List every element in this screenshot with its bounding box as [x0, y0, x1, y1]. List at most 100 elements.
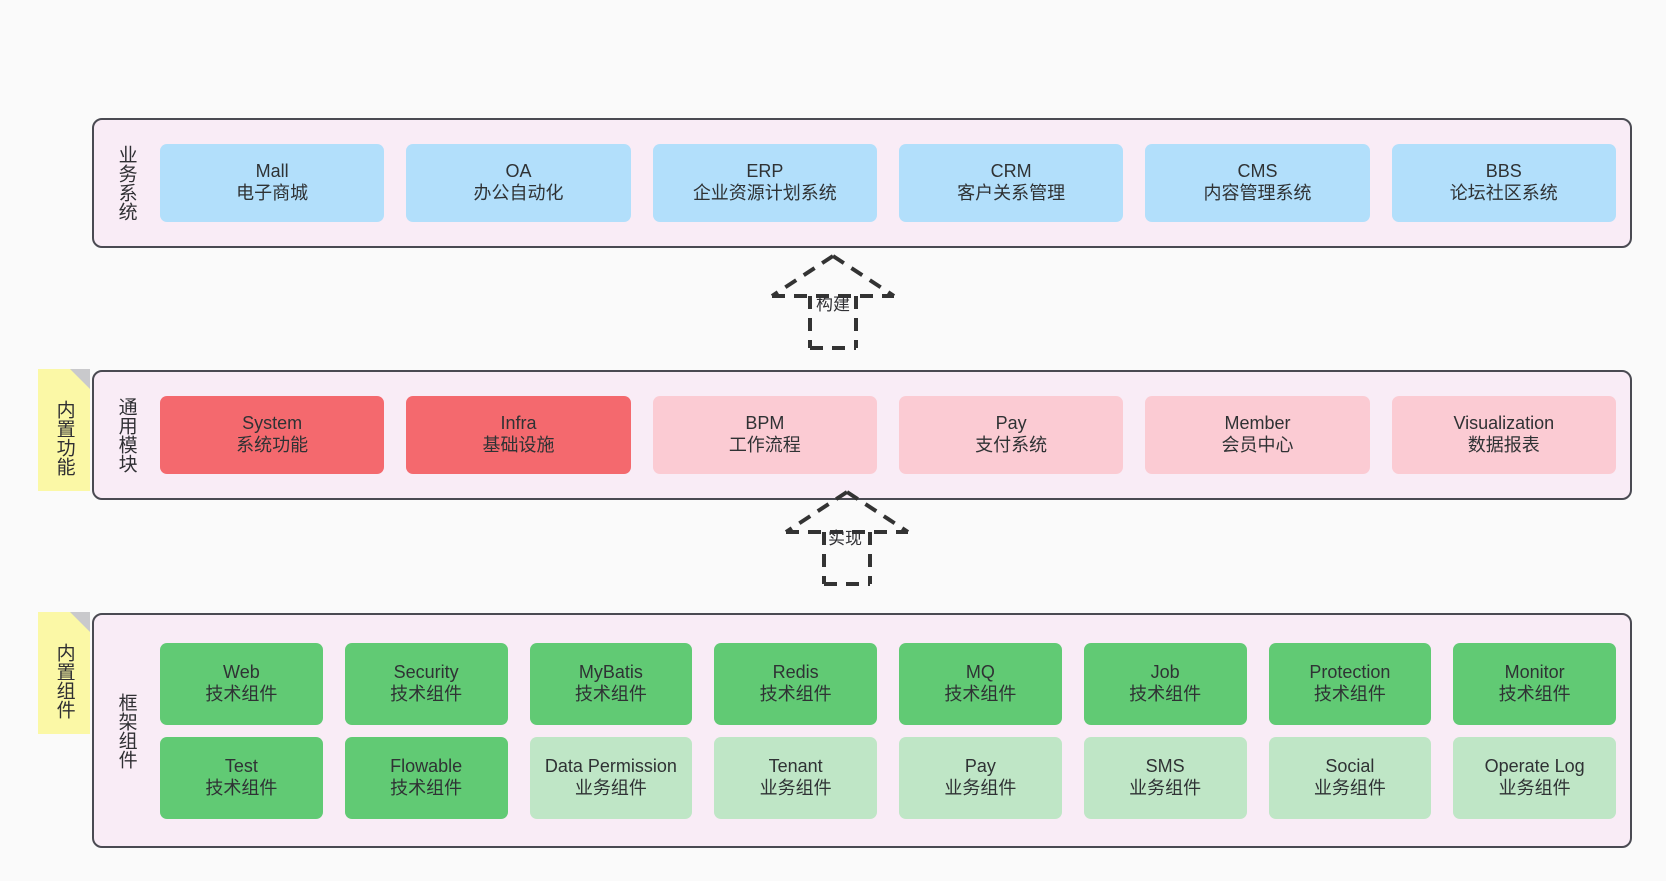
- layer-panel-business-system: 业务系统 Mall 电子商城 OA 办公自动化 ERP 企业资源计划系统 CRM…: [92, 118, 1632, 248]
- connector-implement-label: 实现: [828, 529, 862, 548]
- layer-title-common-module: 通用模块: [115, 397, 137, 473]
- card-subtitle: 业务组件: [759, 777, 832, 798]
- layer-body-business-system: Mall 电子商城 OA 办公自动化 ERP 企业资源计划系统 CRM 客户关系…: [154, 120, 1630, 246]
- card-security[interactable]: Security 技术组件: [344, 642, 508, 725]
- card-title: ERP: [746, 161, 784, 182]
- card-title: SMS: [1145, 755, 1185, 776]
- card-flowable[interactable]: Flowable 技术组件: [344, 736, 508, 819]
- card-title: Flowable: [390, 755, 463, 776]
- card-title: OA: [505, 161, 532, 182]
- card-title: BPM: [745, 413, 785, 434]
- card-sms[interactable]: SMS 业务组件: [1083, 736, 1247, 819]
- card-subtitle: 基础设施: [482, 435, 555, 455]
- card-bpm[interactable]: BPM 工作流程: [652, 396, 877, 474]
- card-title: Social: [1325, 755, 1375, 776]
- card-subtitle: 技术组件: [390, 683, 463, 704]
- card-system[interactable]: System 系统功能: [160, 396, 385, 474]
- card-subtitle: 办公自动化: [473, 183, 564, 203]
- card-protection[interactable]: Protection 技术组件: [1268, 642, 1432, 725]
- card-crm[interactable]: CRM 客户关系管理: [898, 144, 1124, 222]
- card-subtitle: 企业资源计划系统: [692, 183, 837, 203]
- card-subtitle: 技术组件: [1498, 683, 1571, 704]
- card-bbs[interactable]: BBS 论坛社区系统: [1391, 144, 1616, 222]
- card-redis[interactable]: Redis 技术组件: [714, 642, 877, 725]
- card-title: MQ: [965, 661, 995, 682]
- card-title: CRM: [990, 161, 1032, 182]
- card-social[interactable]: Social 业务组件: [1268, 736, 1432, 819]
- card-subtitle: 业务组件: [1313, 777, 1386, 798]
- card-pay-component[interactable]: Pay 业务组件: [899, 736, 1062, 819]
- card-subtitle: 业务组件: [574, 777, 647, 798]
- card-subtitle: 业务组件: [1498, 777, 1571, 798]
- card-title: Mall: [255, 161, 289, 182]
- card-subtitle: 技术组件: [1129, 683, 1202, 704]
- card-title: Visualization: [1453, 413, 1555, 434]
- card-row: System 系统功能 Infra 基础设施 BPM 工作流程 Pay 支付系统…: [160, 396, 1616, 474]
- card-title: System: [242, 413, 303, 434]
- connector-implement-arrow: [772, 488, 922, 588]
- layer-body-common-module: System 系统功能 Infra 基础设施 BPM 工作流程 Pay 支付系统…: [154, 372, 1630, 498]
- card-title: Web: [223, 661, 260, 682]
- card-visualization[interactable]: Visualization 数据报表: [1391, 396, 1616, 474]
- card-monitor[interactable]: Monitor 技术组件: [1453, 642, 1616, 725]
- card-erp[interactable]: ERP 企业资源计划系统: [652, 144, 877, 222]
- card-title: BBS: [1485, 161, 1522, 182]
- card-mall[interactable]: Mall 电子商城: [160, 144, 385, 222]
- card-subtitle: 论坛社区系统: [1449, 183, 1558, 203]
- card-title: Member: [1224, 413, 1291, 434]
- card-job[interactable]: Job 技术组件: [1083, 642, 1247, 725]
- card-subtitle: 技术组件: [944, 683, 1017, 704]
- card-subtitle: 客户关系管理: [957, 183, 1066, 203]
- card-subtitle: 技术组件: [390, 777, 463, 798]
- card-title: Data Permission: [544, 755, 677, 776]
- card-title: Test: [224, 755, 258, 776]
- card-subtitle: 技术组件: [574, 683, 647, 704]
- sticky-note-builtin-components: 内置组件: [38, 612, 90, 734]
- card-oa[interactable]: OA 办公自动化: [406, 144, 631, 222]
- layer-body-framework-component: Web 技术组件 Security 技术组件 MyBatis 技术组件 Redi…: [154, 615, 1630, 846]
- card-title: Security: [393, 661, 459, 682]
- card-operate-log[interactable]: Operate Log 业务组件: [1453, 736, 1616, 819]
- card-cms[interactable]: CMS 内容管理系统: [1145, 144, 1370, 222]
- card-subtitle: 技术组件: [759, 683, 832, 704]
- card-subtitle: 会员中心: [1221, 435, 1294, 455]
- card-subtitle: 系统功能: [236, 435, 309, 455]
- card-web[interactable]: Web 技术组件: [160, 642, 323, 725]
- card-subtitle: 技术组件: [205, 777, 278, 798]
- card-subtitle: 业务组件: [944, 777, 1017, 798]
- connector-build-arrow: [758, 252, 908, 352]
- card-title: Job: [1150, 661, 1180, 682]
- card-subtitle: 业务组件: [1129, 777, 1202, 798]
- card-subtitle: 数据报表: [1467, 435, 1540, 455]
- card-data-permission[interactable]: Data Permission 业务组件: [529, 736, 693, 819]
- card-pay[interactable]: Pay 支付系统: [898, 396, 1124, 474]
- card-subtitle: 内容管理系统: [1203, 183, 1312, 203]
- card-infra[interactable]: Infra 基础设施: [406, 396, 631, 474]
- card-title: Infra: [500, 413, 537, 434]
- card-subtitle: 支付系统: [975, 435, 1048, 455]
- card-title: Protection: [1309, 661, 1391, 682]
- card-test[interactable]: Test 技术组件: [160, 736, 323, 819]
- card-title: Monitor: [1504, 661, 1565, 682]
- card-title: Redis: [772, 661, 819, 682]
- connector-build-label: 构建: [816, 295, 850, 314]
- card-mybatis[interactable]: MyBatis 技术组件: [529, 642, 693, 725]
- sticky-note-builtin-features: 内置功能: [38, 369, 90, 491]
- card-mq[interactable]: MQ 技术组件: [899, 642, 1062, 725]
- card-title: MyBatis: [578, 661, 643, 682]
- card-title: Pay: [964, 755, 996, 776]
- layer-title-business-system: 业务系统: [115, 145, 137, 221]
- card-tenant[interactable]: Tenant 业务组件: [714, 736, 877, 819]
- layer-panel-framework-component: 框架组件 Web 技术组件 Security 技术组件 MyBatis 技术组件…: [92, 613, 1632, 848]
- card-subtitle: 技术组件: [205, 683, 278, 704]
- card-title: Tenant: [768, 755, 823, 776]
- layer-title-framework-component: 框架组件: [115, 692, 137, 769]
- card-member[interactable]: Member 会员中心: [1145, 396, 1370, 474]
- card-row: Web 技术组件 Security 技术组件 MyBatis 技术组件 Redi…: [160, 642, 1616, 725]
- card-row: Mall 电子商城 OA 办公自动化 ERP 企业资源计划系统 CRM 客户关系…: [160, 144, 1616, 222]
- card-subtitle: 技术组件: [1313, 683, 1386, 704]
- card-subtitle: 电子商城: [236, 183, 309, 203]
- card-row: Test 技术组件 Flowable 技术组件 Data Permission …: [160, 736, 1616, 819]
- card-title: Pay: [995, 413, 1027, 434]
- card-subtitle: 工作流程: [728, 435, 801, 455]
